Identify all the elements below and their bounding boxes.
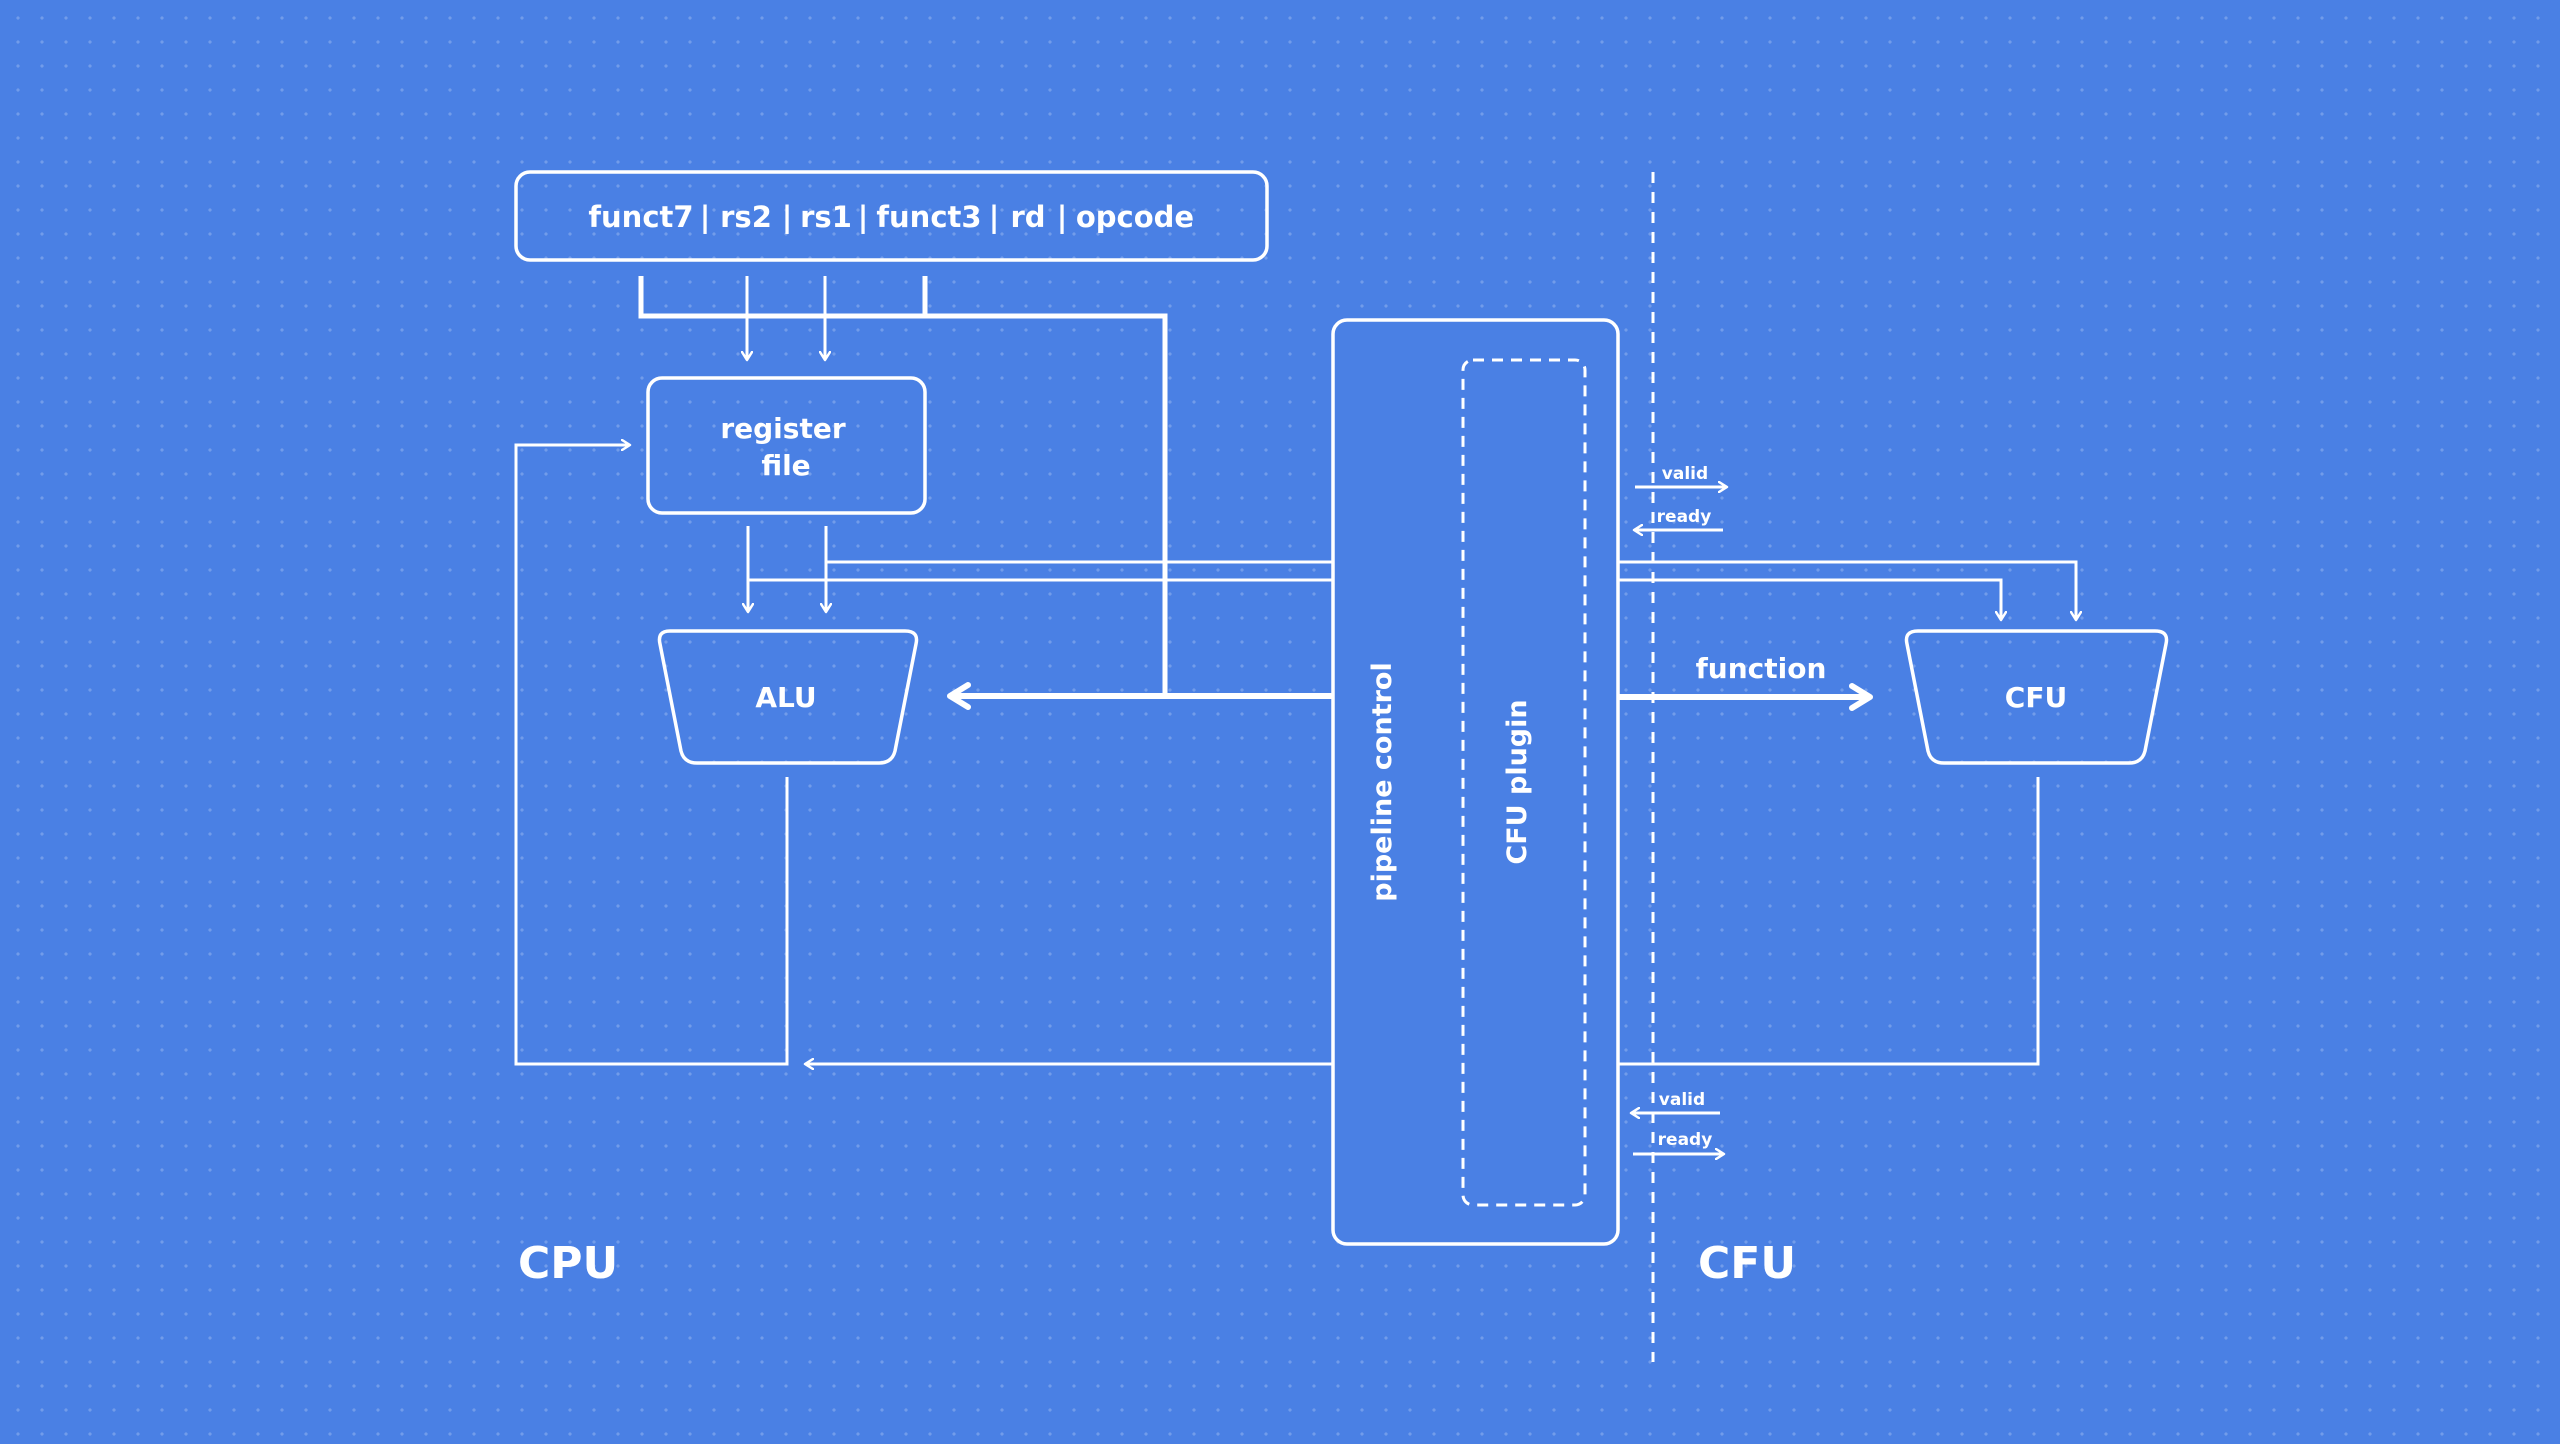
pipeline-control-label: pipeline control: [1367, 662, 1398, 901]
instruction-wires: [638, 276, 1333, 710]
cfu-region-label: CFU: [1698, 1238, 1796, 1289]
instruction-field-rs2: rs2: [720, 200, 772, 234]
alu-result-to-register-file: [514, 445, 789, 1066]
result-wires: [514, 445, 2040, 1066]
request-handshake: valid ready: [1634, 464, 1727, 530]
operand-b-to-cfu: [826, 560, 2076, 620]
funct7-funct3-bus: [638, 276, 1168, 699]
register-file-label-line2: file: [761, 449, 810, 482]
cfu-label: CFU: [2005, 681, 2067, 714]
pipeline-control: pipeline control CFU plugin: [1331, 318, 1620, 1246]
instruction-field-rd: rd: [1010, 200, 1045, 234]
instruction-format-box: [514, 170, 1269, 262]
register-file-box: [646, 376, 927, 515]
request-valid-label: valid: [1662, 464, 1708, 484]
operand-a-to-cfu: [748, 578, 2001, 620]
instruction-field-opcode: opcode: [1076, 200, 1194, 234]
register-file-label-line1: register: [720, 412, 845, 445]
response-handshake: valid ready: [1631, 1090, 1724, 1154]
operand-wires: [748, 526, 2076, 620]
response-ready-label: ready: [1658, 1130, 1713, 1150]
alu: ALU: [657, 629, 919, 765]
cfu-plugin-box: [1461, 358, 1587, 1207]
instruction-field-funct7: funct7: [588, 200, 693, 234]
request-ready-label: ready: [1657, 507, 1712, 527]
function-bus: function: [1618, 652, 1873, 711]
instruction-separator: |: [989, 200, 1000, 234]
instruction-format: funct7 | rs2 | rs1 | funct3 | rd | opcod…: [514, 170, 1269, 262]
instruction-separator: |: [700, 200, 711, 234]
register-file: register file: [646, 376, 927, 515]
response-valid-label: valid: [1659, 1090, 1705, 1110]
instruction-separator: |: [782, 200, 793, 234]
pipeline-control-box: [1331, 318, 1620, 1246]
function-label: function: [1696, 652, 1827, 685]
instruction-field-funct3: funct3: [876, 200, 981, 234]
cfu-shape: [1904, 629, 2169, 765]
instruction-separator: |: [858, 200, 869, 234]
cfu: CFU: [1904, 629, 2169, 765]
alu-label: ALU: [755, 681, 816, 714]
alu-shape: [657, 629, 919, 765]
instruction-field-rs1: rs1: [800, 200, 852, 234]
instruction-separator: |: [1057, 200, 1068, 234]
cfu-plugin-label: CFU plugin: [1502, 699, 1533, 864]
cfu-result-wire: [1618, 777, 2040, 1066]
cpu-region-label: CPU: [518, 1238, 618, 1289]
